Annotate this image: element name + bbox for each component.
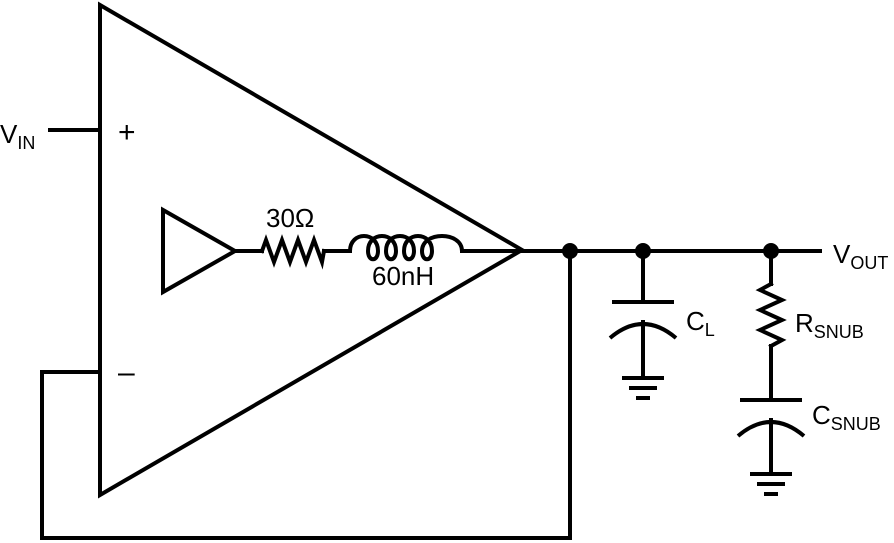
- r-internal-label: 30Ω: [266, 203, 314, 233]
- plus-sign: +: [118, 116, 136, 149]
- op-amp-triangle: [98, 1, 526, 499]
- vout-label: VOUT: [833, 239, 888, 273]
- cl-ground-icon: [622, 376, 664, 400]
- rsnub-resistor: [755, 281, 787, 349]
- internal-buffer-triangle: [161, 206, 240, 296]
- minus-sign: –: [118, 356, 135, 389]
- vin-label: VIN: [0, 119, 35, 153]
- csnub-ground-icon: [750, 472, 792, 496]
- rsnub-label: RSNUB: [795, 308, 864, 342]
- l-internal-label: 60nH: [372, 261, 434, 291]
- feedback-wire: [40, 250, 572, 540]
- internal-inductor-60nh: [347, 234, 465, 262]
- internal-resistor-30ohm: [259, 234, 327, 270]
- csnub-label: CSNUB: [812, 400, 881, 434]
- junction-feedback: [562, 243, 578, 259]
- cl-label: CL: [686, 306, 715, 340]
